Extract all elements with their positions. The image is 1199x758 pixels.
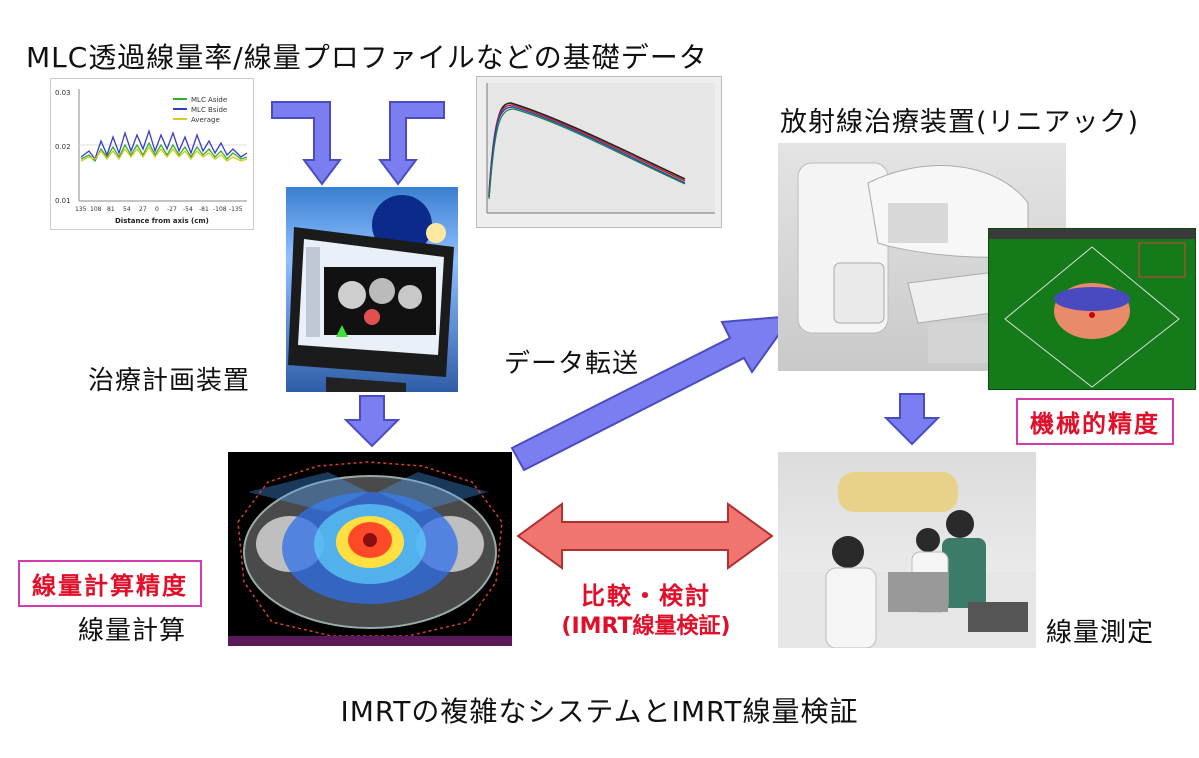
dose-measurement-image	[778, 452, 1036, 648]
x-tick-label: -108	[213, 206, 227, 213]
y-tick-label: 0.02	[55, 143, 71, 151]
x-tick-label: 135	[75, 206, 87, 213]
x-tick-label: 0	[155, 206, 159, 213]
linac-label: 放射線治療装置(リニアック)	[780, 107, 1140, 138]
x-axis-label: Distance from axis (cm)	[115, 217, 209, 225]
dose-measurement-label: 線量測定	[1046, 618, 1155, 648]
series-average-line	[80, 145, 248, 162]
pdd-curve-3	[488, 106, 686, 196]
legend-label: Average	[191, 116, 220, 124]
figure-caption: IMRTの複雑なシステムとIMRT線量検証	[340, 695, 859, 728]
dose-calc-accuracy-label: 線量計算精度	[18, 560, 202, 607]
data-transfer-arrow	[510, 314, 795, 472]
beams-eye-view-image	[988, 228, 1196, 390]
x-tick-label: -135	[229, 206, 243, 213]
compare-double-arrow	[516, 502, 774, 570]
data-input-arrows	[271, 101, 445, 186]
series-aside-line	[80, 141, 248, 163]
imrt-verification-label: (IMRT線量検証)	[561, 614, 731, 639]
compare-label: 比較・検討	[581, 582, 711, 610]
dose-profile-chart	[476, 76, 722, 228]
dose-calculation-image	[228, 452, 512, 646]
dose-calculation-label: 線量計算	[78, 616, 187, 646]
pdd-curve-4	[488, 108, 686, 200]
arrow-down-linac	[883, 393, 941, 446]
treatment-planning-image	[286, 187, 458, 392]
basic-data-title: MLC透過線量率/線量プロファイルなどの基礎データ	[26, 41, 708, 74]
x-tick-label: -81	[199, 206, 209, 213]
x-tick-label: -54	[183, 206, 193, 213]
y-tick-label: 0.01	[55, 197, 71, 205]
data-transfer-label: データ転送	[504, 349, 640, 379]
x-tick-label: 27	[139, 206, 147, 213]
y-tick-label: 0.03	[55, 89, 71, 97]
x-tick-label: -27	[167, 206, 177, 213]
x-tick-label: 81	[107, 206, 115, 213]
arrow-left-l	[271, 101, 342, 186]
mechanical-accuracy-label: 機械的精度	[1016, 398, 1174, 445]
mlc-transmission-chart: 0.03 0.02 0.01 MLC Aside MLC Bside Avera…	[50, 78, 254, 230]
arrow-right-l	[378, 101, 445, 186]
legend-label: MLC Aside	[191, 96, 227, 104]
series-bside-line	[80, 128, 248, 161]
legend-label: MLC Bside	[191, 106, 227, 114]
arrow-down-planning	[343, 395, 401, 448]
x-tick-label: 108	[90, 206, 102, 213]
x-tick-label: 54	[123, 206, 131, 213]
planning-system-label: 治療計画装置	[88, 366, 251, 396]
